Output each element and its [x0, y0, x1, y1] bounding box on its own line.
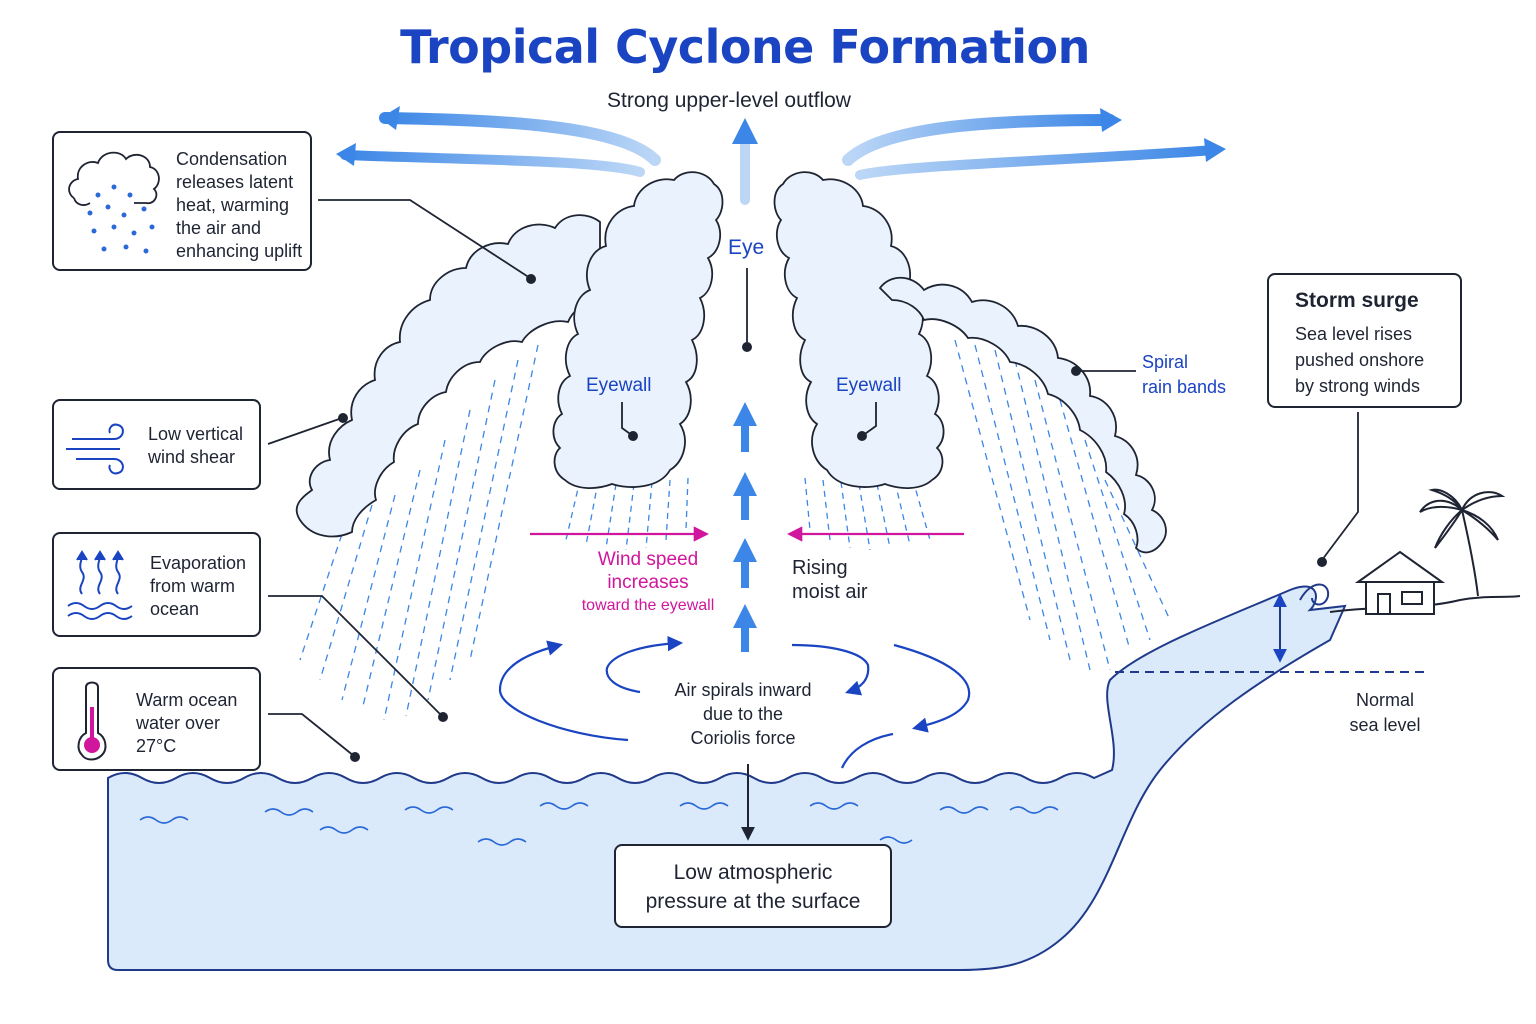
info-box-evaporation: Evaporation from warm ocean [52, 532, 261, 637]
info-box-evaporation-text: Evaporation from warm ocean [150, 553, 247, 619]
storm-surge-text: Sea level rises pushed onshore by strong… [1295, 324, 1425, 396]
eye-leader-dot [742, 342, 752, 352]
coriolis-label: Air spirals inward due to the Coriolis f… [674, 680, 812, 748]
info-box-condensation: Condensation releases latent heat, warmi… [52, 131, 312, 271]
rain-streaks-left [299, 344, 539, 721]
wind-speed-line3: toward the eyewall [581, 597, 715, 614]
wind-speed-line2: increases [607, 572, 689, 593]
eyewall-left-dot [628, 431, 638, 441]
house-icon [1354, 550, 1446, 615]
eyewall-right-cloud [773, 171, 945, 489]
normal-sea-level-label: Normal sea level [1349, 690, 1421, 735]
coriolis-circulation-arrows [498, 635, 971, 769]
spiral-bands-label: Spiral rain bands [1142, 352, 1227, 397]
eye-label: Eye [728, 236, 765, 259]
wind-speed-label: Wind speed increases toward the eyewall [560, 548, 736, 617]
info-box-wind-shear: Low vertical wind shear [52, 399, 261, 490]
spiral-rain-band-right-cloud [878, 276, 1167, 554]
upper-outflow-arrows [336, 106, 1226, 205]
rising-air-arrows [733, 402, 757, 652]
info-box-wind-shear-text: Low vertical wind shear [148, 424, 244, 467]
eyewall-right-dot [857, 431, 867, 441]
info-box-warm-water-text: Warm ocean water over 27°C [136, 690, 238, 756]
spiral-rain-band-left-cloud [295, 214, 601, 538]
info-box-condensation-text: Condensation releases latent heat, warmi… [176, 149, 303, 261]
storm-surge-leader [1321, 412, 1359, 561]
storm-surge-title: Storm surge [1295, 289, 1419, 312]
wind-shear-leader [267, 417, 343, 445]
evaporation-icon [67, 550, 133, 620]
low-pressure-box: Low atmospheric pressure at the surface [614, 844, 892, 928]
evaporation-leader [268, 595, 443, 717]
page-title: Tropical Cyclone Formation [400, 20, 1090, 74]
info-box-warm-water: Warm ocean water over 27°C [52, 667, 261, 771]
rain-streaks-eyewall [565, 477, 931, 551]
wind-speed-line1: Wind speed [597, 549, 699, 570]
eyewall-left-label: Eyewall [586, 375, 652, 396]
water-ripples [139, 802, 1059, 846]
thermometer-icon [77, 681, 107, 761]
warm-water-leader [268, 713, 355, 757]
storm-surge-box: Storm surge Sea level rises pushed onsho… [1267, 273, 1462, 408]
condensation-leader [318, 199, 531, 279]
palm-tree-icon [1419, 488, 1506, 597]
eyewall-right-leader [861, 402, 877, 437]
rain-streaks-right [954, 339, 1171, 671]
cloud-condensation-icon [68, 151, 160, 254]
low-pressure-label: Low atmospheric pressure at the surface [645, 861, 861, 913]
eyewall-right-label: Eyewall [836, 375, 902, 396]
surge-wave-curl [1299, 583, 1330, 606]
outflow-label: Strong upper-level outflow [607, 89, 851, 112]
ocean-water [107, 585, 1347, 971]
rising-air-label: Rising moist air [792, 557, 868, 603]
wind-icon [66, 423, 124, 475]
eyewall-left-cloud [552, 171, 724, 489]
